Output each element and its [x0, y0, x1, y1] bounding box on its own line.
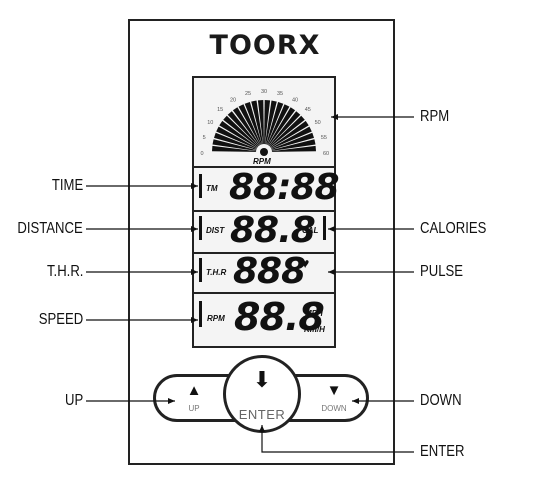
rpm-gauge-tick-label: 20 [230, 97, 236, 103]
thr-tag: T.H.R [206, 268, 227, 277]
lcd-display [192, 76, 336, 348]
callout-thr: T.H.R. [46, 263, 83, 280]
time-arrowhead [191, 183, 198, 189]
rpm-gauge-segment [268, 107, 296, 146]
distance-tag: DIST [206, 226, 225, 235]
speed-arrowhead [191, 317, 198, 323]
rpm-gauge-tick-label: 40 [292, 97, 298, 103]
rpm-gauge-segment [227, 111, 259, 147]
rpm-gauge-bars [212, 100, 316, 152]
segment-indicator-bar [199, 301, 202, 327]
enter-arrowhead [259, 425, 265, 432]
rpm-gauge-segment [251, 100, 263, 145]
callout-speed: SPEED [38, 311, 83, 328]
rpm-gauge-segment [271, 139, 316, 151]
callout-enter: ENTER [420, 443, 465, 460]
calories-unit: CAL [302, 226, 319, 235]
callout-calories: CALORIES [420, 220, 487, 237]
rpm-gauge-tick-label: 60 [323, 151, 329, 157]
segment-indicator-bar [323, 216, 326, 240]
rpm-gauge-tick-label: 55 [321, 135, 327, 141]
rpm-gauge: 0 5 10 15 20 25 30 35 40 45 50 55 60 [200, 89, 329, 157]
segment-indicator-bar [199, 216, 202, 240]
pulse-readout: 888 [233, 251, 306, 292]
distance-readout: 88.8 [230, 210, 316, 251]
enter-arrow-icon: ⬇ [252, 367, 272, 392]
rpm-gauge-segment [216, 126, 257, 149]
down-arrowhead [352, 398, 359, 404]
segment-indicator-bar [199, 174, 202, 198]
rpm-gauge-segment [244, 102, 262, 145]
rpm-gauge-hub [260, 148, 268, 156]
rpm-gauge-segment [266, 102, 284, 145]
rpm-gauge-tick-label: 10 [207, 120, 213, 126]
down-button-label: DOWN [321, 404, 347, 413]
down-button[interactable]: ▼ DOWN [311, 380, 357, 416]
rpm-gauge-segment [270, 120, 309, 148]
rpm-gauge-segment [267, 104, 290, 145]
heart-icon: ♥ [301, 255, 310, 271]
time-readout: 88:88 [229, 167, 340, 208]
rpm-gauge-segment [214, 132, 257, 150]
rpm-gauge-segment [257, 100, 264, 145]
time-tag: TM [206, 184, 218, 193]
rpm-gauge-segment [238, 104, 261, 145]
brand-logo: TOORX [209, 30, 321, 61]
rpm-gauge-scale: 0 5 10 15 20 25 30 35 40 45 50 55 60 [200, 89, 329, 157]
rpm-gauge-tick-label: 25 [245, 91, 251, 97]
rpm-gauge-tick-label: 0 [200, 151, 203, 157]
kmh-unit: Km/H [304, 325, 325, 334]
distance-arrowhead [191, 226, 198, 232]
rpm-gauge-tick-label: 50 [315, 120, 321, 126]
rpm-gauge-segment [271, 132, 314, 150]
callout-distance: DISTANCE [17, 220, 83, 237]
rpm-gauge-segment [223, 115, 259, 147]
rpm-gauge-segment [271, 126, 312, 149]
display-divider [192, 252, 336, 254]
rpm-gauge-segment [265, 100, 277, 145]
callout-up: UP [64, 392, 83, 409]
rpm-gauge-segment [271, 145, 316, 152]
display-divider [192, 210, 336, 212]
segment-indicator-bar [199, 258, 202, 282]
rpm-gauge-segment [269, 111, 301, 147]
thr-arrowhead [191, 269, 198, 275]
callout-down: DOWN [420, 392, 462, 409]
rpm-gauge-label: RPM [253, 157, 271, 166]
rpm-gauge-tick-label: 30 [261, 89, 267, 95]
enter-leader [261, 425, 414, 453]
up-arrow-icon: ▲ [186, 382, 202, 399]
callout-rpm: RPM [420, 108, 450, 125]
display-divider [192, 292, 336, 294]
rpm-gauge-tick-label: 35 [277, 91, 283, 97]
callout-pulse: PULSE [420, 263, 464, 280]
up-arrowhead [168, 398, 175, 404]
up-button[interactable]: ▲ UP [171, 380, 217, 416]
rpm-gauge-tick-label: 15 [217, 107, 223, 113]
speed-readout: 88.8 [234, 295, 325, 339]
rpm-gauge-tick-label: 5 [203, 135, 206, 141]
rpm-gauge-segment [212, 139, 257, 151]
rpm-gauge-segment [264, 100, 271, 145]
down-arrow-icon: ▼ [326, 382, 342, 399]
speed-tag: RPM [207, 314, 225, 323]
up-button-label: UP [188, 404, 200, 413]
rpm-gauge-tick-label: 45 [305, 107, 311, 113]
rpm-gauge-segment [212, 145, 257, 152]
pulse-arrowhead [328, 269, 335, 275]
calories-arrowhead [328, 226, 335, 232]
display-divider [192, 166, 336, 168]
rpm-gauge-segment [219, 120, 258, 148]
rpm-arrowhead [331, 114, 338, 120]
callout-time: TIME [51, 177, 83, 194]
mph-unit: MPH [305, 309, 323, 318]
rpm-gauge-segment [232, 107, 260, 146]
rpm-gauge-segment [269, 115, 305, 147]
enter-button-label: ENTER [238, 407, 286, 422]
